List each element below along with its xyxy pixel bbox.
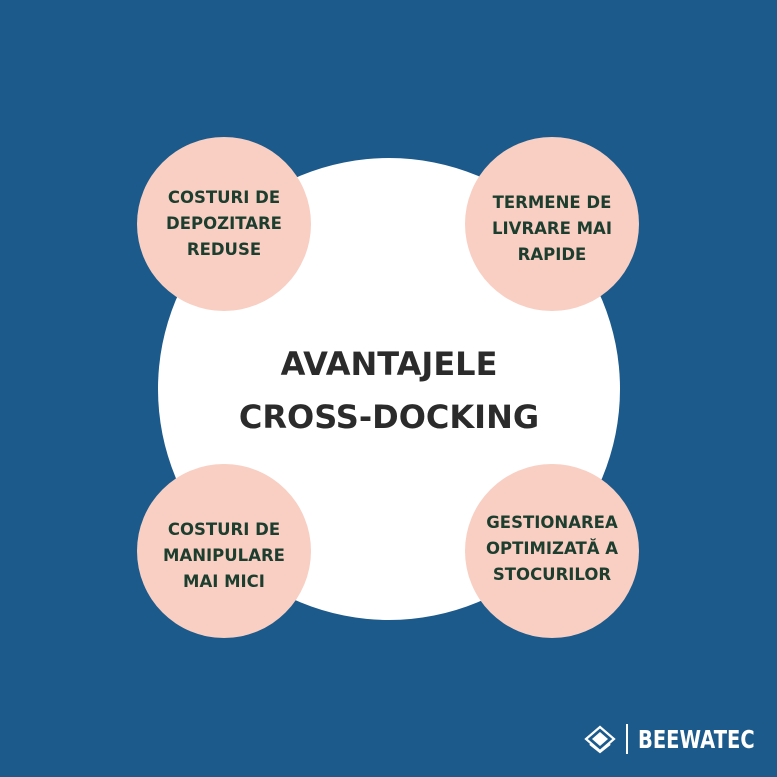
benefit-label-line: COSTURI DE bbox=[167, 188, 281, 207]
benefit-label-line: STOCURILOR bbox=[492, 565, 612, 584]
benefit-label-line: LIVRARE MAI bbox=[492, 219, 612, 238]
benefit-label-line: RAPIDE bbox=[517, 245, 587, 264]
benefit-label-line: MANIPULARE bbox=[163, 546, 285, 565]
benefit-label: COSTURI DE DEPOZITARE REDUSE bbox=[149, 185, 299, 263]
benefit-label-line: GESTIONAREA bbox=[486, 513, 618, 532]
benefit-label-line: OPTIMIZATĂ A bbox=[485, 539, 619, 558]
benefit-label-line: REDUSE bbox=[186, 240, 262, 259]
beewatec-logo-icon bbox=[584, 725, 616, 754]
benefit-label: TERMENE DE LIVRARE MAI RAPIDE bbox=[477, 190, 627, 268]
title-line-2: CROSS-DOCKING bbox=[238, 398, 540, 436]
benefit-label-line: MAI MICI bbox=[183, 572, 265, 591]
benefit-label: GESTIONAREA OPTIMIZATĂ A STOCURILOR bbox=[477, 510, 627, 588]
diagram-title: AVANTAJELE CROSS-DOCKING bbox=[158, 338, 620, 444]
benefit-label-line: TERMENE DE bbox=[492, 193, 612, 212]
benefit-handling-costs: COSTURI DE MANIPULARE MAI MICI bbox=[137, 464, 311, 638]
benefit-storage-costs: COSTURI DE DEPOZITARE REDUSE bbox=[137, 137, 311, 311]
brand-name: BEEWATEC bbox=[638, 724, 755, 754]
brand-logo: BEEWATEC bbox=[584, 718, 777, 760]
brand-separator bbox=[626, 724, 628, 754]
benefit-label: COSTURI DE MANIPULARE MAI MICI bbox=[149, 517, 299, 595]
benefit-delivery-times: TERMENE DE LIVRARE MAI RAPIDE bbox=[465, 137, 639, 311]
benefit-stock-management: GESTIONAREA OPTIMIZATĂ A STOCURILOR bbox=[465, 464, 639, 638]
benefit-label-line: DEPOZITARE bbox=[166, 214, 282, 233]
benefit-label-line: COSTURI DE bbox=[167, 520, 281, 539]
title-line-1: AVANTAJELE bbox=[280, 345, 498, 383]
